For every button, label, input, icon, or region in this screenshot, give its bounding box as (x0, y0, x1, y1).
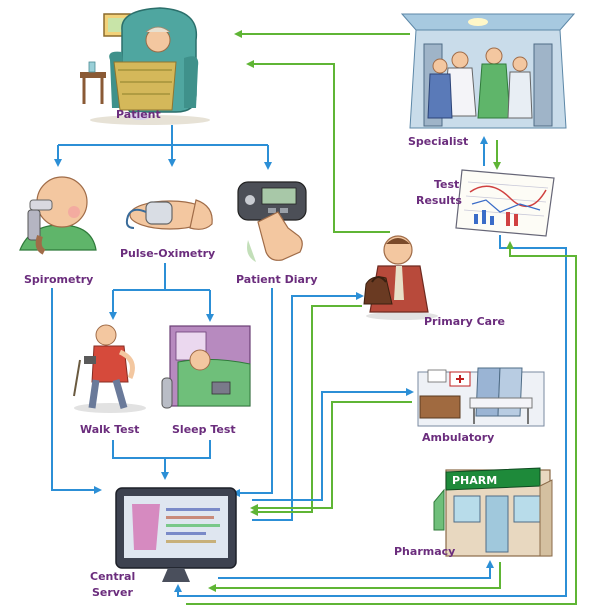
arrow-test-results-to-server (174, 235, 567, 597)
arrow-spirometry-to-server (51, 288, 102, 494)
arrow-server-to-ambulatory (252, 388, 414, 501)
spirometry-label: Spirometry (24, 273, 93, 286)
sleep-test-illustration (161, 325, 251, 409)
ambulatory-label: Ambulatory (422, 431, 494, 444)
central-server-label-line2: Server (92, 586, 133, 599)
arrow-oximetry-split (113, 263, 210, 291)
arrow-server-to-primary-care (252, 292, 364, 521)
specialist-label: Specialist (408, 135, 468, 148)
central-server-label-line1: Central (90, 570, 135, 583)
specialist-doctors-illustration (400, 13, 576, 129)
test-results-chart-illustration (455, 169, 555, 237)
ambulatory-room-illustration (417, 367, 545, 427)
patient-in-armchair-illustration (80, 7, 210, 125)
primary-care-doctor-illustration (363, 235, 438, 320)
walk-test-label: Walk Test (80, 423, 139, 436)
walk-test-illustration (73, 324, 146, 413)
pulse-oximetry-label: Pulse-Oximetry (120, 247, 215, 260)
arrow-diary-to-server (232, 288, 273, 497)
pharmacy-label: Pharmacy (394, 545, 455, 558)
test-results-label-line2: Results (416, 194, 462, 207)
arrow-primary-care-to-patient (246, 60, 390, 233)
spirometry-illustration (19, 176, 97, 255)
labels: Patient Spirometry Pulse-Oximetry Patien… (24, 108, 505, 599)
pharmacy-sign-text: PHARM (452, 474, 497, 487)
arrow-patient-to-devices (58, 125, 268, 146)
computer-monitor-illustration (115, 487, 237, 582)
pharmacy-storefront-illustration: PHARM (433, 467, 553, 557)
arrow-server-to-pharmacy (218, 560, 494, 579)
arrow-pharmacy-to-server (208, 562, 501, 592)
arrow-tests-to-server (112, 440, 211, 478)
primary-care-label: Primary Care (424, 315, 505, 328)
patient-label: Patient (116, 108, 161, 121)
patient-diary-label: Patient Diary (236, 273, 318, 286)
arrow-server-to-test-results (186, 241, 577, 605)
handheld-diary-device-illustration (237, 181, 307, 262)
pulse-oximeter-finger-illustration (125, 199, 213, 230)
arrow-primary-care-to-server (250, 305, 362, 516)
sleep-test-label: Sleep Test (172, 423, 236, 436)
connectors (51, 30, 577, 605)
arrow-ambulatory-to-server (250, 401, 412, 512)
test-results-label-line1: Test (434, 178, 459, 191)
